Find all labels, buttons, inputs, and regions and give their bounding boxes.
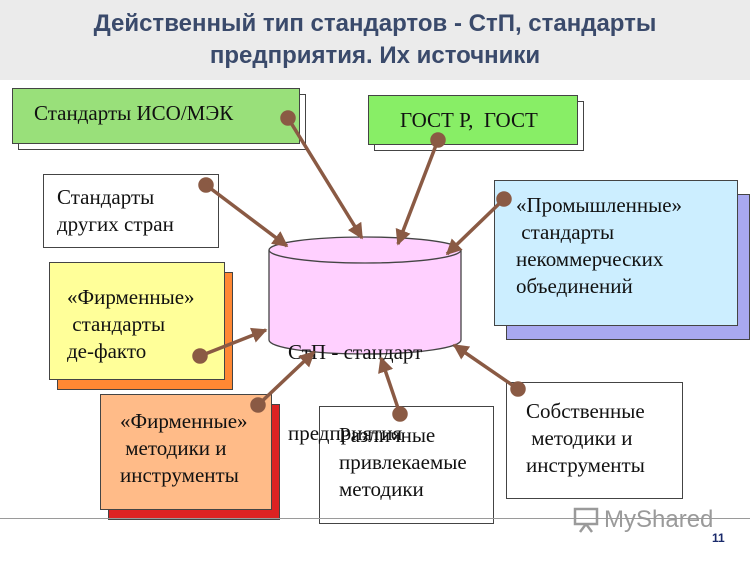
source-corporate-methods: «Фирменные» методики и инструменты [100,394,280,520]
source-industrial-standards: «Промышленные» стандарты некоммерческих … [494,180,750,340]
enterprise-standard-label: СтП - стандарт предприятия [288,285,458,474]
title-band [0,0,750,80]
watermark-text: MyShared [604,506,714,533]
enterprise-standard-line-1: СтП - стандарт [288,340,423,364]
slide-title-line-1: Действенный тип стандартов - СтП, станда… [93,10,657,37]
page-number: 11 [712,531,725,545]
source-foreign-standards: Стандарты других стран [43,174,219,248]
arrow-from-industrial [445,197,506,256]
source-iso-iec: Стандарты ИСО/МЭК [12,88,306,150]
arrow-from-iso [286,117,364,240]
slide-title-line-2: предприятия. Их источники [209,42,541,69]
arrow-dot-industrial [496,191,512,207]
slide-title: Действенный тип стандартов - СтП, станда… [0,8,750,72]
arrow-dot-various [392,406,408,422]
arrow-from-various [378,356,402,415]
source-foreign-standards-label: Стандарты других стран [57,185,174,236]
arrow-dot-corp-standards [192,348,208,364]
arrow-from-own [452,343,519,391]
enterprise-standard-cylinder [268,236,462,355]
arrow-dot-own [510,381,526,397]
arrow-dot-gost [430,132,446,148]
source-gost: ГОСТ Р, ГОСТ [368,95,584,151]
arrow-from-corp-methods [256,350,316,407]
source-corporate-methods-label: «Фирменные» методики и инструменты [120,409,248,487]
source-gost-label: ГОСТ Р, ГОСТ [400,108,538,132]
source-industrial-standards-label: «Промышленные» стандарты некоммерческих … [516,193,683,298]
arrow-from-foreign [204,183,289,248]
source-own-methods-label: Собственные методики и инструменты [526,399,645,477]
source-corporate-standards-label: «Фирменные» стандарты де-факто [67,285,195,363]
source-various-methods-label: Различные привлекаемые методики [339,423,467,501]
footer-divider [0,518,750,519]
arrow-dot-iso [280,110,296,126]
arrow-dot-corp-methods [250,397,266,413]
source-iso-iec-label: Стандарты ИСО/МЭК [34,101,234,125]
arrow-from-corp-standards [199,327,268,358]
arrow-from-gost [395,139,440,246]
source-own-methods: Собственные методики и инструменты [506,382,683,499]
source-various-methods: Различные привлекаемые методики [319,406,494,524]
arrow-dot-foreign [198,177,214,193]
presentation-board-icon [573,507,599,533]
enterprise-standard-line-2: предприятия [288,421,403,445]
